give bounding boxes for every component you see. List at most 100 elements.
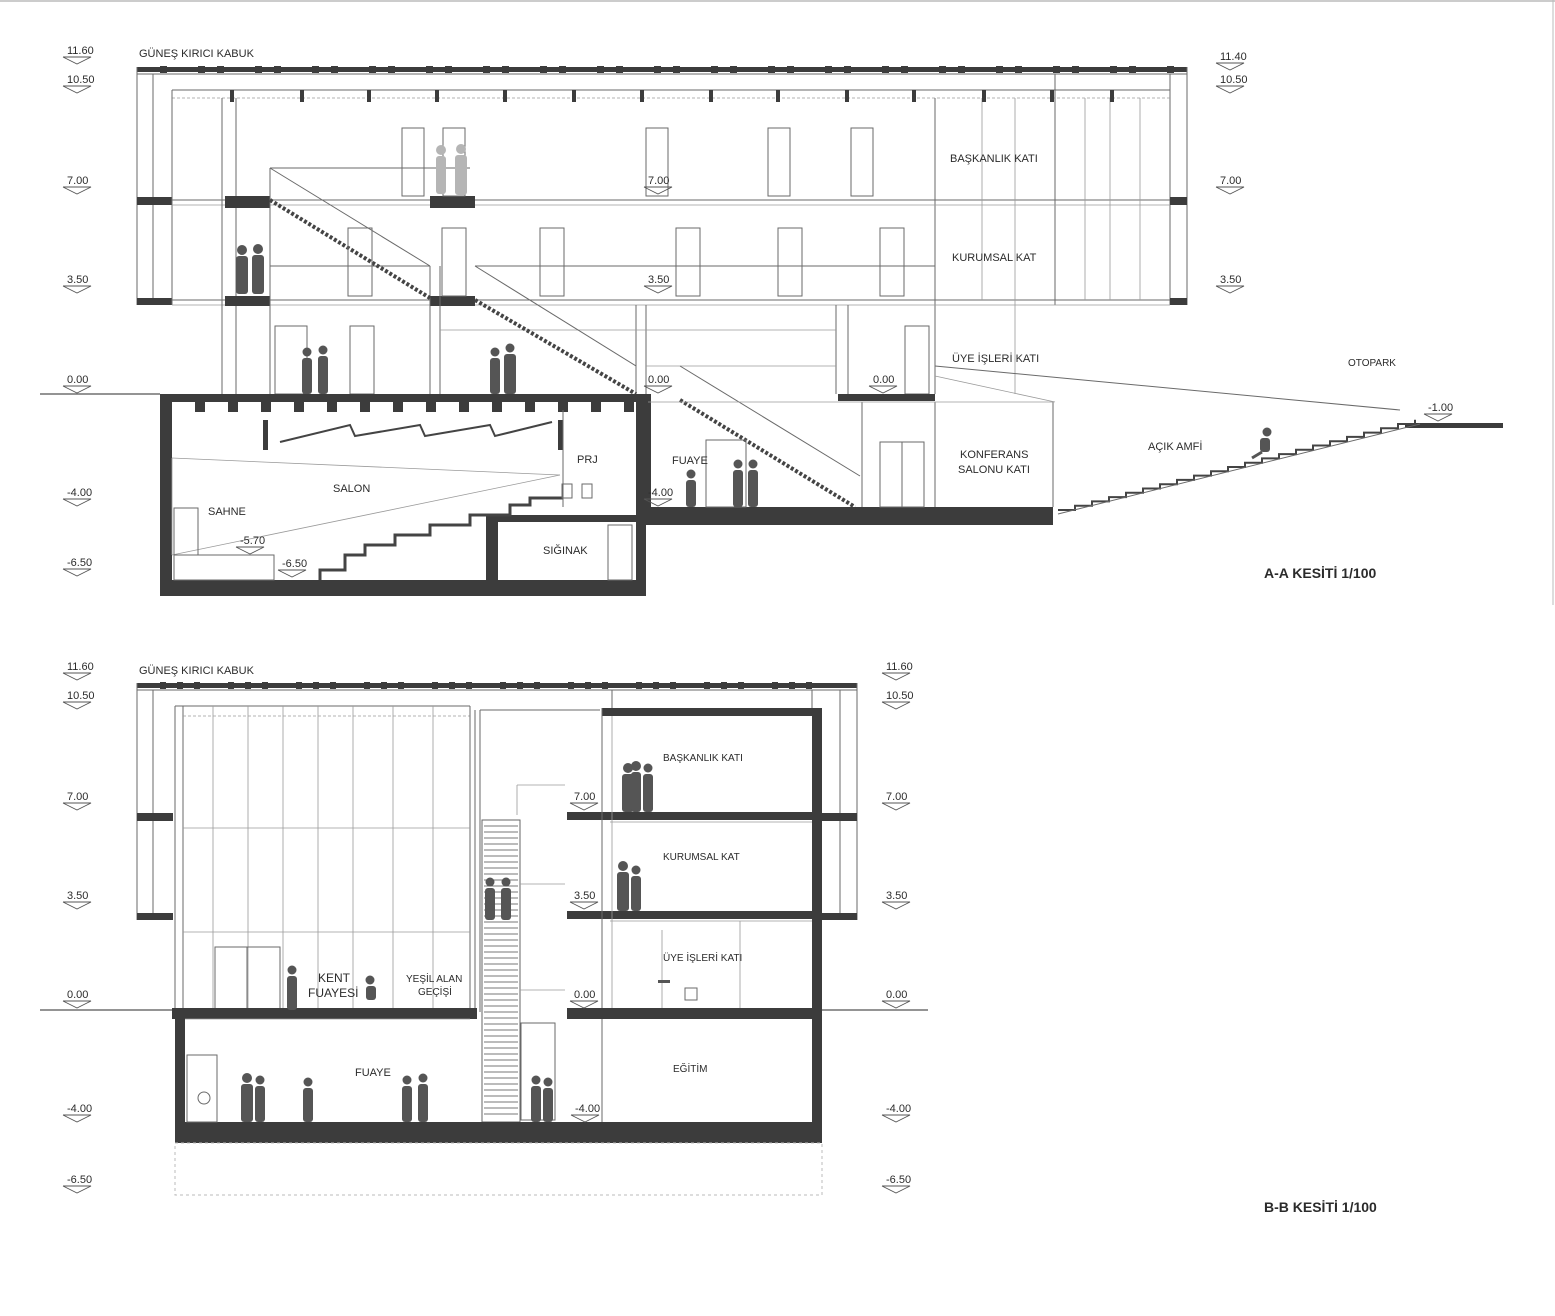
sunbreaker-fin (330, 682, 336, 689)
level-markers-bb-right: 11.60 10.50 7.00 3.50 0.00 -4.00 -6.50 (886, 661, 914, 1186)
level-markers-bb-inner: 7.00 3.50 0.00 -4.00 (574, 791, 600, 1115)
sunbreaker-fin (602, 682, 608, 689)
level-marker-triangle (569, 802, 599, 811)
section-aa: 11.60 10.50 7.00 3.50 0.00 -4.00 -6.50 1… (40, 45, 1503, 596)
level-marker-triangle (1215, 62, 1245, 71)
room-label-city-foyer-1: KENT (318, 971, 351, 985)
level-0-00: 0.00 (648, 374, 669, 386)
sunbreaker-fin (1129, 66, 1136, 73)
level-marker-triangle (569, 901, 599, 910)
level-7-00: 7.00 (67, 175, 88, 187)
level-3-50: 3.50 (648, 274, 669, 286)
level-3-50: 3.50 (67, 274, 88, 286)
level-marker-triangle (62, 285, 92, 294)
level-marker-triangle (62, 672, 92, 681)
level-0-00: 0.00 (886, 989, 907, 1001)
sunbreaker-fin (721, 682, 727, 689)
basement-aa (160, 394, 1054, 596)
floor-beam (360, 402, 370, 412)
level-minus-4-00: -4.00 (886, 1103, 911, 1115)
ceiling-rib (435, 90, 439, 102)
room-label-salon: SALON (333, 483, 370, 495)
sunbreaker-fin (711, 66, 718, 73)
person-ghost-group (436, 144, 467, 195)
room-label-shelter: SIĞINAK (543, 544, 588, 557)
floor-beam (393, 402, 403, 412)
level-marker-triangle (62, 56, 92, 65)
level-minus-6-50: -6.50 (886, 1174, 911, 1186)
sunbreaker-fin (198, 66, 205, 73)
sunbreaker-fin (1167, 66, 1174, 73)
level-3-50: 3.50 (1220, 274, 1241, 286)
sunbreaker-fin (1053, 66, 1060, 73)
ceiling-rib (709, 90, 713, 102)
ceiling-ticks-aa (230, 90, 1114, 102)
floor-beam (459, 402, 469, 412)
floor-beam (426, 402, 436, 412)
level-marker-triangle (643, 498, 673, 507)
sunbreaker-fin (882, 66, 889, 73)
sunbreaker-fin (939, 66, 946, 73)
sunbreaker-fin (364, 682, 370, 689)
level-3-50: 3.50 (67, 890, 88, 902)
level-marker-triangle (1215, 186, 1245, 195)
floor-label-member-affairs: ÜYE İŞLERİ KATI (663, 951, 742, 964)
floor-beam (327, 402, 337, 412)
sunbreaker-shell-bb (136, 683, 858, 920)
level-marker-triangle (1215, 85, 1245, 94)
level-marker-triangle (62, 1114, 92, 1123)
sunbreaker-fin (670, 682, 676, 689)
floor-beam (228, 402, 238, 412)
sunbreaker-fin (262, 682, 268, 689)
floor-beam (294, 402, 304, 412)
ceiling-rib (230, 90, 234, 102)
level-marker-triangle (881, 672, 911, 681)
floor-label-corporate: KURUMSAL KAT (952, 252, 1037, 264)
level-marker-triangle (62, 568, 92, 577)
sunbreaker-fin (228, 682, 234, 689)
sunbreaker-fin (1015, 66, 1022, 73)
level-minus-4-00: -4.00 (575, 1103, 600, 1115)
floor-beam (195, 402, 205, 412)
level-0-00: 0.00 (67, 989, 88, 1001)
sunbreaker-fin (534, 682, 540, 689)
level-marker-triangle (62, 85, 92, 94)
sunbreaker-fin (255, 66, 262, 73)
sunbreaker-fin (194, 682, 200, 689)
sunbreaker-fin (177, 682, 183, 689)
sunbreaker-fin (540, 66, 547, 73)
basement-bb (174, 1008, 823, 1196)
level-minus-4-00: -4.00 (648, 487, 673, 499)
level-0-00: 0.00 (873, 374, 894, 386)
level-marker-triangle (881, 802, 911, 811)
sunbreaker-fin (772, 682, 778, 689)
level-marker-triangle (569, 1000, 599, 1009)
floor-beam (624, 402, 634, 412)
sunbreaker-fin (789, 682, 795, 689)
room-label-open-amphi: AÇIK AMFİ (1148, 440, 1202, 453)
sunbreaker-fin (901, 66, 908, 73)
sunbreaker-fin (585, 682, 591, 689)
level-marker-triangle (643, 285, 673, 294)
sunbreaker-fin (844, 66, 851, 73)
sunbreaker-fin (559, 66, 566, 73)
room-label-parking: OTOPARK (1348, 358, 1396, 369)
room-label-stage: SAHNE (208, 506, 246, 518)
floor-label-corporate: KURUMSAL KAT (663, 852, 740, 863)
level-0-00: 0.00 (574, 989, 595, 1001)
level-marker-triangle (881, 901, 911, 910)
sunbreaker-fin (517, 682, 523, 689)
ceiling-rib (776, 90, 780, 102)
level-marker-triangle (62, 385, 92, 394)
shell-label: GÜNEŞ KIRICI KABUK (139, 48, 255, 60)
ceiling-rib (1110, 90, 1114, 102)
level-10-50: 10.50 (1220, 74, 1248, 86)
sunbreaker-shell-aa (136, 67, 1188, 305)
level-minus-6-50: -6.50 (282, 558, 307, 570)
sunbreaker-fin (1072, 66, 1079, 73)
ceiling-rib (367, 90, 371, 102)
level-markers-bb-left: 11.60 10.50 7.00 3.50 0.00 -4.00 -6.50 (67, 661, 95, 1186)
sunbreaker-fin (673, 66, 680, 73)
level-minus-4-00: -4.00 (67, 1103, 92, 1115)
level-marker-triangle (62, 701, 92, 710)
